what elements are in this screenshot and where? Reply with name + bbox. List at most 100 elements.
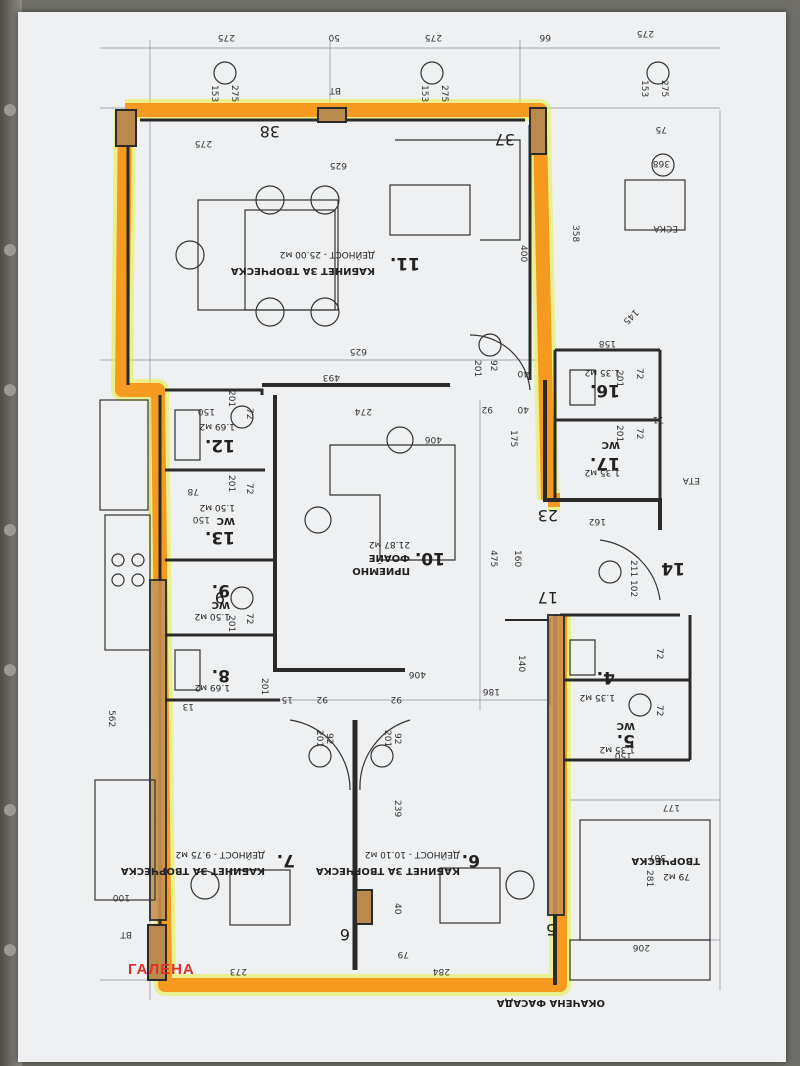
room-number-14: 14 xyxy=(661,558,685,578)
room-number-7: 7. xyxy=(277,850,295,870)
room-area-16: 1.35 м2 xyxy=(585,367,620,377)
dim-201b: 201 xyxy=(226,390,236,407)
dim-72d: 72 xyxy=(634,368,644,379)
dim-72f: 72 xyxy=(654,648,664,659)
dim-275c: 275 xyxy=(659,80,669,97)
dim-201g: 201 xyxy=(382,730,392,747)
dim-153b: 153 xyxy=(419,85,429,102)
dim-211: 211 xyxy=(628,560,638,577)
dim-15: 15 xyxy=(282,694,293,704)
dim-100: 100 xyxy=(113,892,130,902)
dim-177: 177 xyxy=(663,802,680,812)
dim-top3: 275 xyxy=(425,32,442,42)
room-number-4: 4. xyxy=(597,667,615,687)
dim-92c: 92 xyxy=(324,733,334,744)
room-area-12: 1.69 м2 xyxy=(200,421,235,431)
room-name-10: ПРИЕМНО xyxy=(352,565,410,576)
dim-92f: 92 xyxy=(391,694,402,704)
dim-400: 400 xyxy=(518,245,528,262)
dim-493: 493 xyxy=(323,372,340,382)
dim-top2: 50 xyxy=(328,32,340,42)
dim-72a: 72 xyxy=(244,408,254,419)
axis-5: 5 xyxy=(546,920,556,939)
room-subname-7: ДЕЙНОСТ - 9.75 м2 xyxy=(176,849,265,861)
facade-label: ОКАЧЕНА ФАСАДА xyxy=(496,997,605,1008)
dim-71: 71 xyxy=(653,414,664,424)
dim-150a: 150 xyxy=(198,406,215,416)
room-number-13: 13. xyxy=(205,527,235,547)
room-subname-6: ДЕЙНОСТ - 10.10 м2 xyxy=(365,849,460,861)
dim-92e: 92 xyxy=(317,694,328,704)
dim-206: 206 xyxy=(633,942,650,952)
room-label-13: WC xyxy=(217,515,235,526)
dim-307: 307 xyxy=(649,852,666,862)
dim-625b: 625 xyxy=(350,346,367,356)
axis-6: 6 xyxy=(340,925,350,944)
paper-sheet xyxy=(18,12,786,1062)
dim-281: 281 xyxy=(644,870,654,887)
dim-92a: 92 xyxy=(488,360,498,371)
dim-153a: 153 xyxy=(209,85,219,102)
room-subname-10: ФОАЙЕ xyxy=(368,552,410,565)
dim-40b: 40 xyxy=(517,404,529,414)
eta-mark: ЕТА xyxy=(682,475,700,485)
room-label-17: WC xyxy=(602,439,620,450)
room-label-5: WC xyxy=(617,720,635,731)
dim-368: 368 xyxy=(653,158,670,168)
room-area-8: 1.69 м2 xyxy=(195,682,230,692)
room-area-neighbor: 79 м2 xyxy=(663,871,690,881)
dim-top5: 275 xyxy=(637,28,654,38)
room-number-16: 16. xyxy=(590,380,620,400)
dim-158: 158 xyxy=(599,338,616,348)
dim-175: 175 xyxy=(508,430,518,447)
dim-201a: 201 xyxy=(472,360,482,377)
axis-23: 23 xyxy=(538,506,558,525)
dim-273: 273 xyxy=(230,966,247,976)
bt-mark-bottom: ВТ xyxy=(120,929,132,939)
axis-marks: 38 37 23 17 9 5 6 ВТ ВТ ЕСКА ЕТА xyxy=(120,85,700,944)
dim-358: 358 xyxy=(570,225,580,242)
dim-274: 274 xyxy=(355,406,372,416)
dim-150c: 150 xyxy=(615,750,632,760)
dim-72g: 72 xyxy=(654,705,664,716)
axis-37: 37 xyxy=(495,130,515,149)
room-subname-11: ДЕЙНОСТ - 25.00 м2 xyxy=(280,249,375,261)
esca-mark: ЕСКА xyxy=(653,223,678,233)
room-area-4: 1.35 м2 xyxy=(580,692,615,702)
dim-78: 78 xyxy=(187,486,199,496)
axis-9: 9 xyxy=(215,588,225,607)
dim-72b: 72 xyxy=(244,483,254,494)
dim-75: 75 xyxy=(656,124,667,134)
room-area-5: 1.35 м2 xyxy=(600,744,635,754)
dim-92d: 92 xyxy=(392,733,402,744)
dim-162: 162 xyxy=(589,516,606,526)
room-area-13: 1.50 м2 xyxy=(200,502,235,512)
dim-406a: 406 xyxy=(425,434,442,444)
dim-239: 239 xyxy=(392,800,402,817)
room-number-5: 5. xyxy=(617,730,635,750)
watermark-logo: ГАЛЕНА xyxy=(128,961,195,978)
room-area-9: 1.50 м2 xyxy=(195,611,230,621)
room-number-11: 11. xyxy=(390,253,420,273)
dim-562: 562 xyxy=(106,710,116,727)
room-name-11: КАБИНЕТ ЗА ТВОРЧЕСКА xyxy=(231,265,375,276)
dim-625a: 625 xyxy=(330,160,347,170)
room-label-9: WC xyxy=(212,599,230,610)
dim-160: 160 xyxy=(512,550,522,567)
dim-201c: 201 xyxy=(226,475,236,492)
dim-140: 140 xyxy=(516,655,526,672)
dim-284: 284 xyxy=(433,966,450,976)
dim-201f: 201 xyxy=(314,730,324,747)
dim-72c: 72 xyxy=(244,613,254,624)
room-number-17: 17. xyxy=(590,453,620,473)
dim-406b: 406 xyxy=(409,669,426,679)
bt-mark-top: ВТ xyxy=(329,85,341,95)
dim-79: 79 xyxy=(397,949,409,959)
dim-102: 102 xyxy=(628,580,638,597)
dim-top1: 275 xyxy=(218,32,235,42)
dim-201d: 201 xyxy=(226,615,236,632)
dim-201h: 201 xyxy=(614,370,624,387)
room-number-6: 6. xyxy=(462,850,480,870)
